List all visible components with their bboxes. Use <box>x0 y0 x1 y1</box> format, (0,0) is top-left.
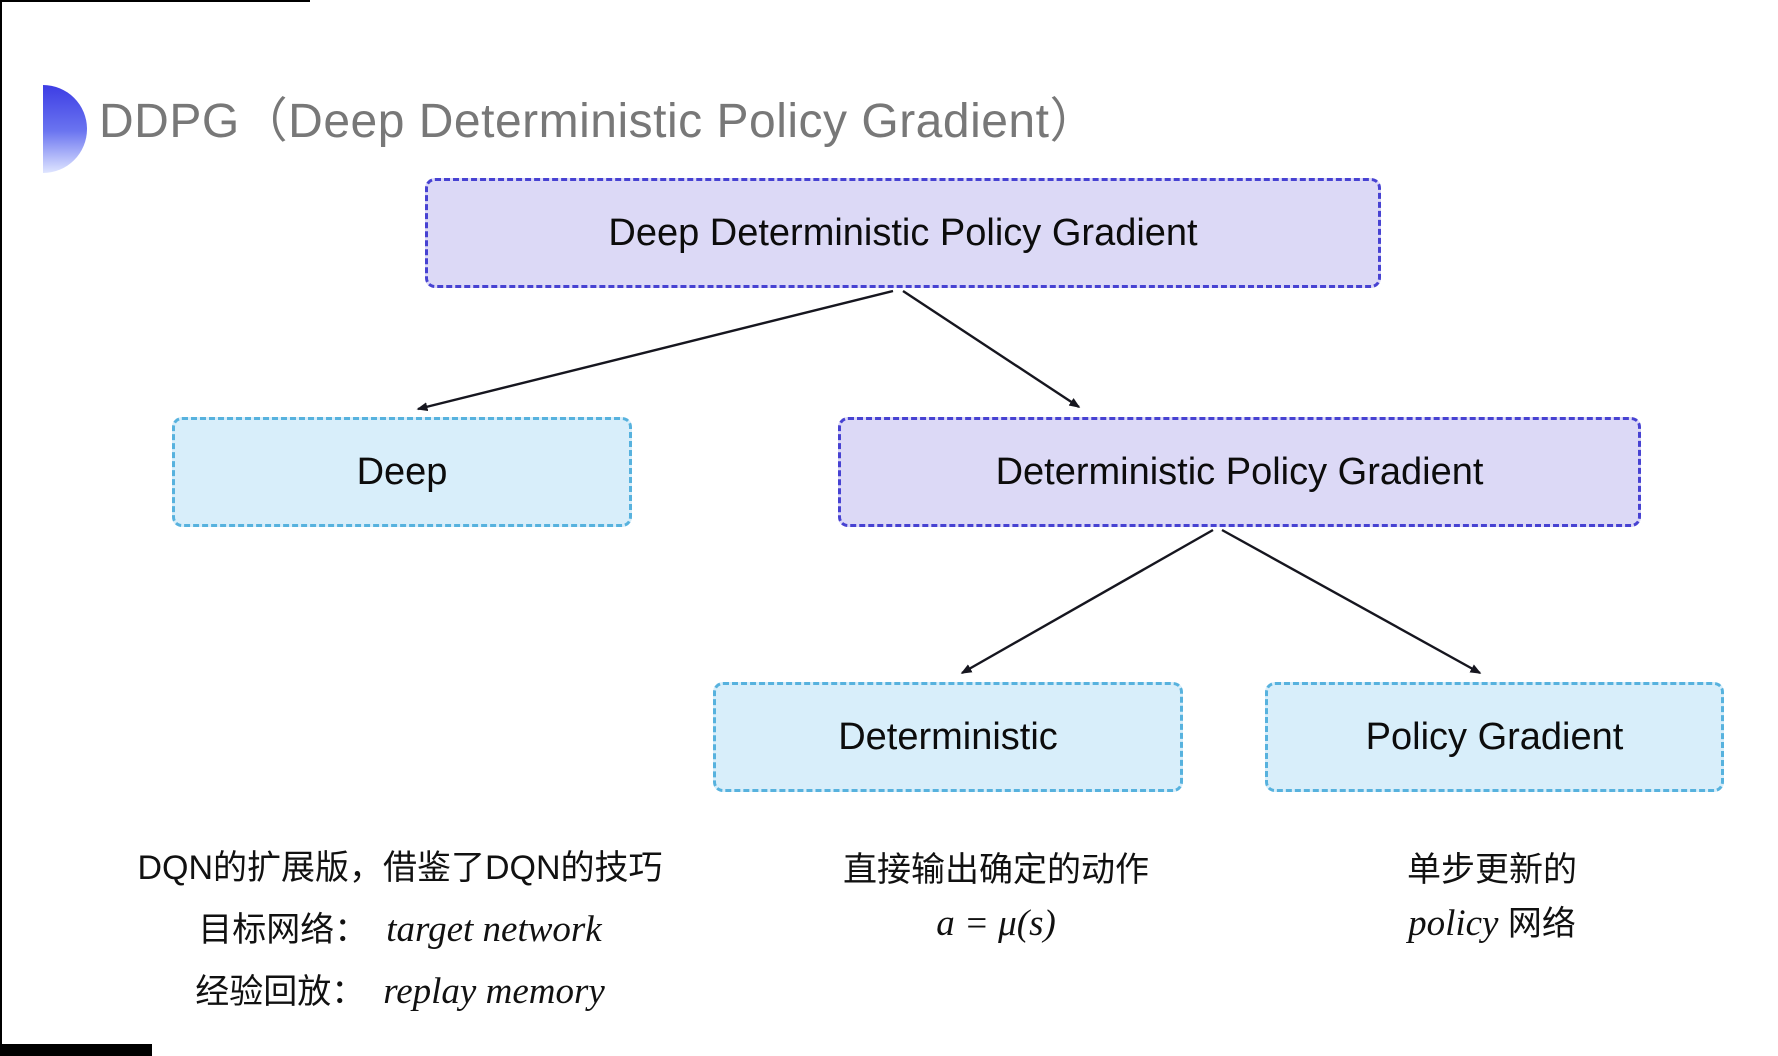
note-deep-line3-label: 经验回放： <box>195 973 366 1011</box>
note-policy-gradient-suffix: 网络 <box>1498 905 1576 943</box>
note-policy-gradient-line2: policy 网络 <box>1292 897 1692 951</box>
node-deep: Deep <box>172 417 632 527</box>
note-deep-line2: 目标网络： target network <box>100 899 700 961</box>
arrow-root-to-dpg <box>902 289 1081 409</box>
note-policy-gradient: 单步更新的 policy 网络 <box>1292 843 1692 951</box>
note-deep-line1: DQN的扩展版，借鉴了DQN的技巧 <box>137 849 663 887</box>
arrow-dpg-to-deterministic <box>960 528 1214 675</box>
note-deterministic-formula: a = μ(s) <box>936 903 1056 944</box>
node-deterministic-policy-gradient: Deterministic Policy Gradient <box>838 417 1641 527</box>
note-policy-gradient-term: policy <box>1408 903 1499 944</box>
note-policy-gradient-line1: 单步更新的 <box>1407 851 1577 889</box>
node-policy-gradient: Policy Gradient <box>1265 682 1724 792</box>
note-deep: DQN的扩展版，借鉴了DQN的技巧 目标网络： target network 经验… <box>100 838 700 1023</box>
node-deep-deterministic-policy-gradient: Deep Deterministic Policy Gradient <box>425 178 1381 288</box>
node-deterministic: Deterministic <box>713 682 1183 792</box>
frame-edge-top <box>0 0 310 2</box>
note-deep-line3-term: replay memory <box>383 971 605 1012</box>
note-deep-line2-label: 目标网络： <box>198 911 369 949</box>
note-deterministic-line1: 直接输出确定的动作 <box>843 851 1149 889</box>
note-deep-line2-term: target network <box>386 909 602 950</box>
frame-edge-bottom <box>0 1044 152 1056</box>
note-deterministic: 直接输出确定的动作 a = μ(s) <box>796 843 1196 951</box>
frame-edge-left <box>0 0 2 1056</box>
title-bullet-icon <box>43 85 87 173</box>
arrow-dpg-to-policy-gradient <box>1221 528 1482 675</box>
arrow-root-to-deep <box>416 289 894 412</box>
note-deep-line3: 经验回放： replay memory <box>100 961 700 1023</box>
slide-title: DDPG（Deep Deterministic Policy Gradient） <box>99 95 1098 148</box>
